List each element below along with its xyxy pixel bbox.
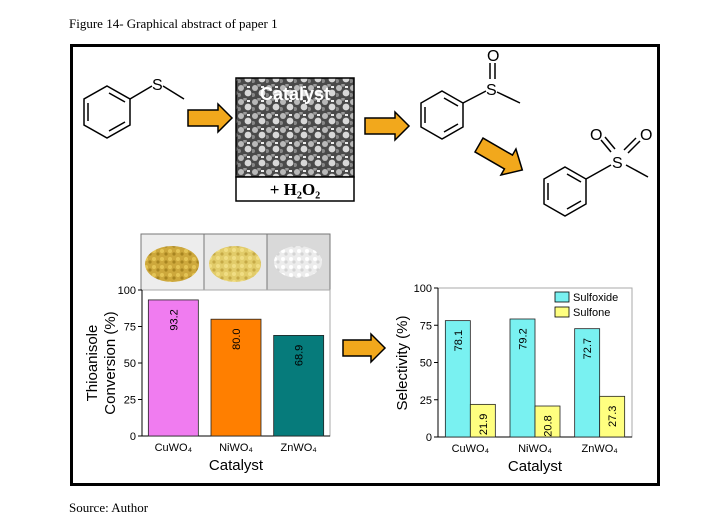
- conversion-chart-ylabel-line2: Conversion (%): [102, 311, 119, 414]
- sulfur-atom-label: S: [152, 77, 163, 94]
- reaction-arrow-diagonal: [473, 137, 524, 177]
- conversion-bar-value-label: 93.2: [168, 309, 180, 330]
- legend-swatch-sulfoxide: [554, 291, 570, 303]
- selectivity-x-tick-label: NiWO₄: [518, 443, 552, 455]
- catalyst-label: Catalyst: [260, 84, 330, 104]
- legend-label-sulfone: Sulfone: [573, 307, 610, 319]
- selectivity-chart-xlabel: Catalyst: [508, 458, 563, 475]
- thioanisole-molecule: [83, 85, 185, 139]
- conversion-x-tick-label: NiWO₄: [219, 442, 253, 454]
- conversion-y-tick-label: 75: [124, 322, 136, 334]
- catalyst-powder-photos: [140, 233, 331, 291]
- oxidant-box: [235, 176, 355, 202]
- selectivity-legend: Sulfoxide Sulfone: [554, 291, 618, 319]
- sulfoxide-sulfur-label: S: [486, 82, 497, 99]
- selectivity-bar-sulfoxide: [574, 328, 601, 438]
- conversion-bar: [273, 335, 325, 437]
- oxidant-label: + H₂O₂: [270, 180, 321, 199]
- conversion-x-tick-label: CuWO₄: [155, 442, 193, 454]
- conversion-y-tick-label: 0: [130, 431, 136, 443]
- selectivity-y-tick-label: 100: [414, 283, 432, 295]
- legend-label-sulfoxide: Sulfoxide: [573, 292, 618, 304]
- conversion-chart-ylabel-line1: Thioanisole: [84, 325, 101, 402]
- selectivity-bar-value-label: 27.3: [607, 406, 619, 427]
- reaction-arrow-right-2: [364, 110, 411, 142]
- sulfone-oxygen-label-left: O: [590, 127, 602, 144]
- selectivity-bar-sulfoxide: [509, 318, 536, 438]
- conversion-bar-value-label: 80.0: [231, 328, 243, 349]
- sulfone-oxygen-label-right: O: [640, 127, 652, 144]
- conversion-chart-xlabel: Catalyst: [209, 457, 264, 474]
- selectivity-y-tick-label: 0: [426, 432, 432, 444]
- legend-swatch-sulfone: [554, 306, 570, 318]
- selectivity-y-tick-label: 75: [420, 320, 432, 332]
- conversion-y-tick-label: 25: [124, 395, 136, 407]
- selectivity-x-tick-label: ZnWO₄: [582, 443, 619, 455]
- chart-arrow-right: [342, 332, 387, 364]
- sulfone-sulfur-label: S: [612, 155, 623, 172]
- conversion-bar: [210, 318, 262, 437]
- conversion-y-tick-label: 100: [118, 285, 136, 297]
- selectivity-y-tick-label: 50: [420, 358, 432, 370]
- selectivity-bar-value-label: 78.1: [453, 330, 465, 351]
- selectivity-bar-sulfone: [599, 395, 626, 438]
- figure-caption: Figure 14- Graphical abstract of paper 1: [69, 16, 278, 31]
- selectivity-bar-sulfone: [534, 405, 561, 438]
- reaction-arrow-right: [187, 102, 234, 134]
- selectivity-x-tick-label: CuWO₄: [452, 443, 490, 455]
- sulfoxide-oxygen-label: O: [487, 48, 499, 65]
- selectivity-bar-value-label: 72.7: [582, 338, 594, 359]
- conversion-y-tick-label: 50: [124, 358, 136, 370]
- conversion-x-tick-label: ZnWO₄: [281, 442, 318, 454]
- selectivity-bar-value-label: 21.9: [478, 414, 490, 435]
- selectivity-chart-ylabel: Selectivity (%): [394, 315, 411, 410]
- conversion-bar-value-label: 68.9: [294, 345, 306, 366]
- figure-source: Source: Author: [69, 500, 149, 515]
- selectivity-bar-value-label: 79.2: [518, 328, 530, 349]
- selectivity-y-tick-label: 25: [420, 395, 432, 407]
- conversion-bar: [147, 299, 199, 437]
- sulfoxide-molecule: [420, 63, 521, 140]
- graphical-abstract-frame: [70, 44, 660, 486]
- selectivity-bar-value-label: 20.8: [543, 415, 555, 436]
- selectivity-bar-sulfone: [469, 403, 496, 438]
- selectivity-bar-sulfoxide: [444, 320, 471, 438]
- sulfone-molecule: [543, 136, 649, 217]
